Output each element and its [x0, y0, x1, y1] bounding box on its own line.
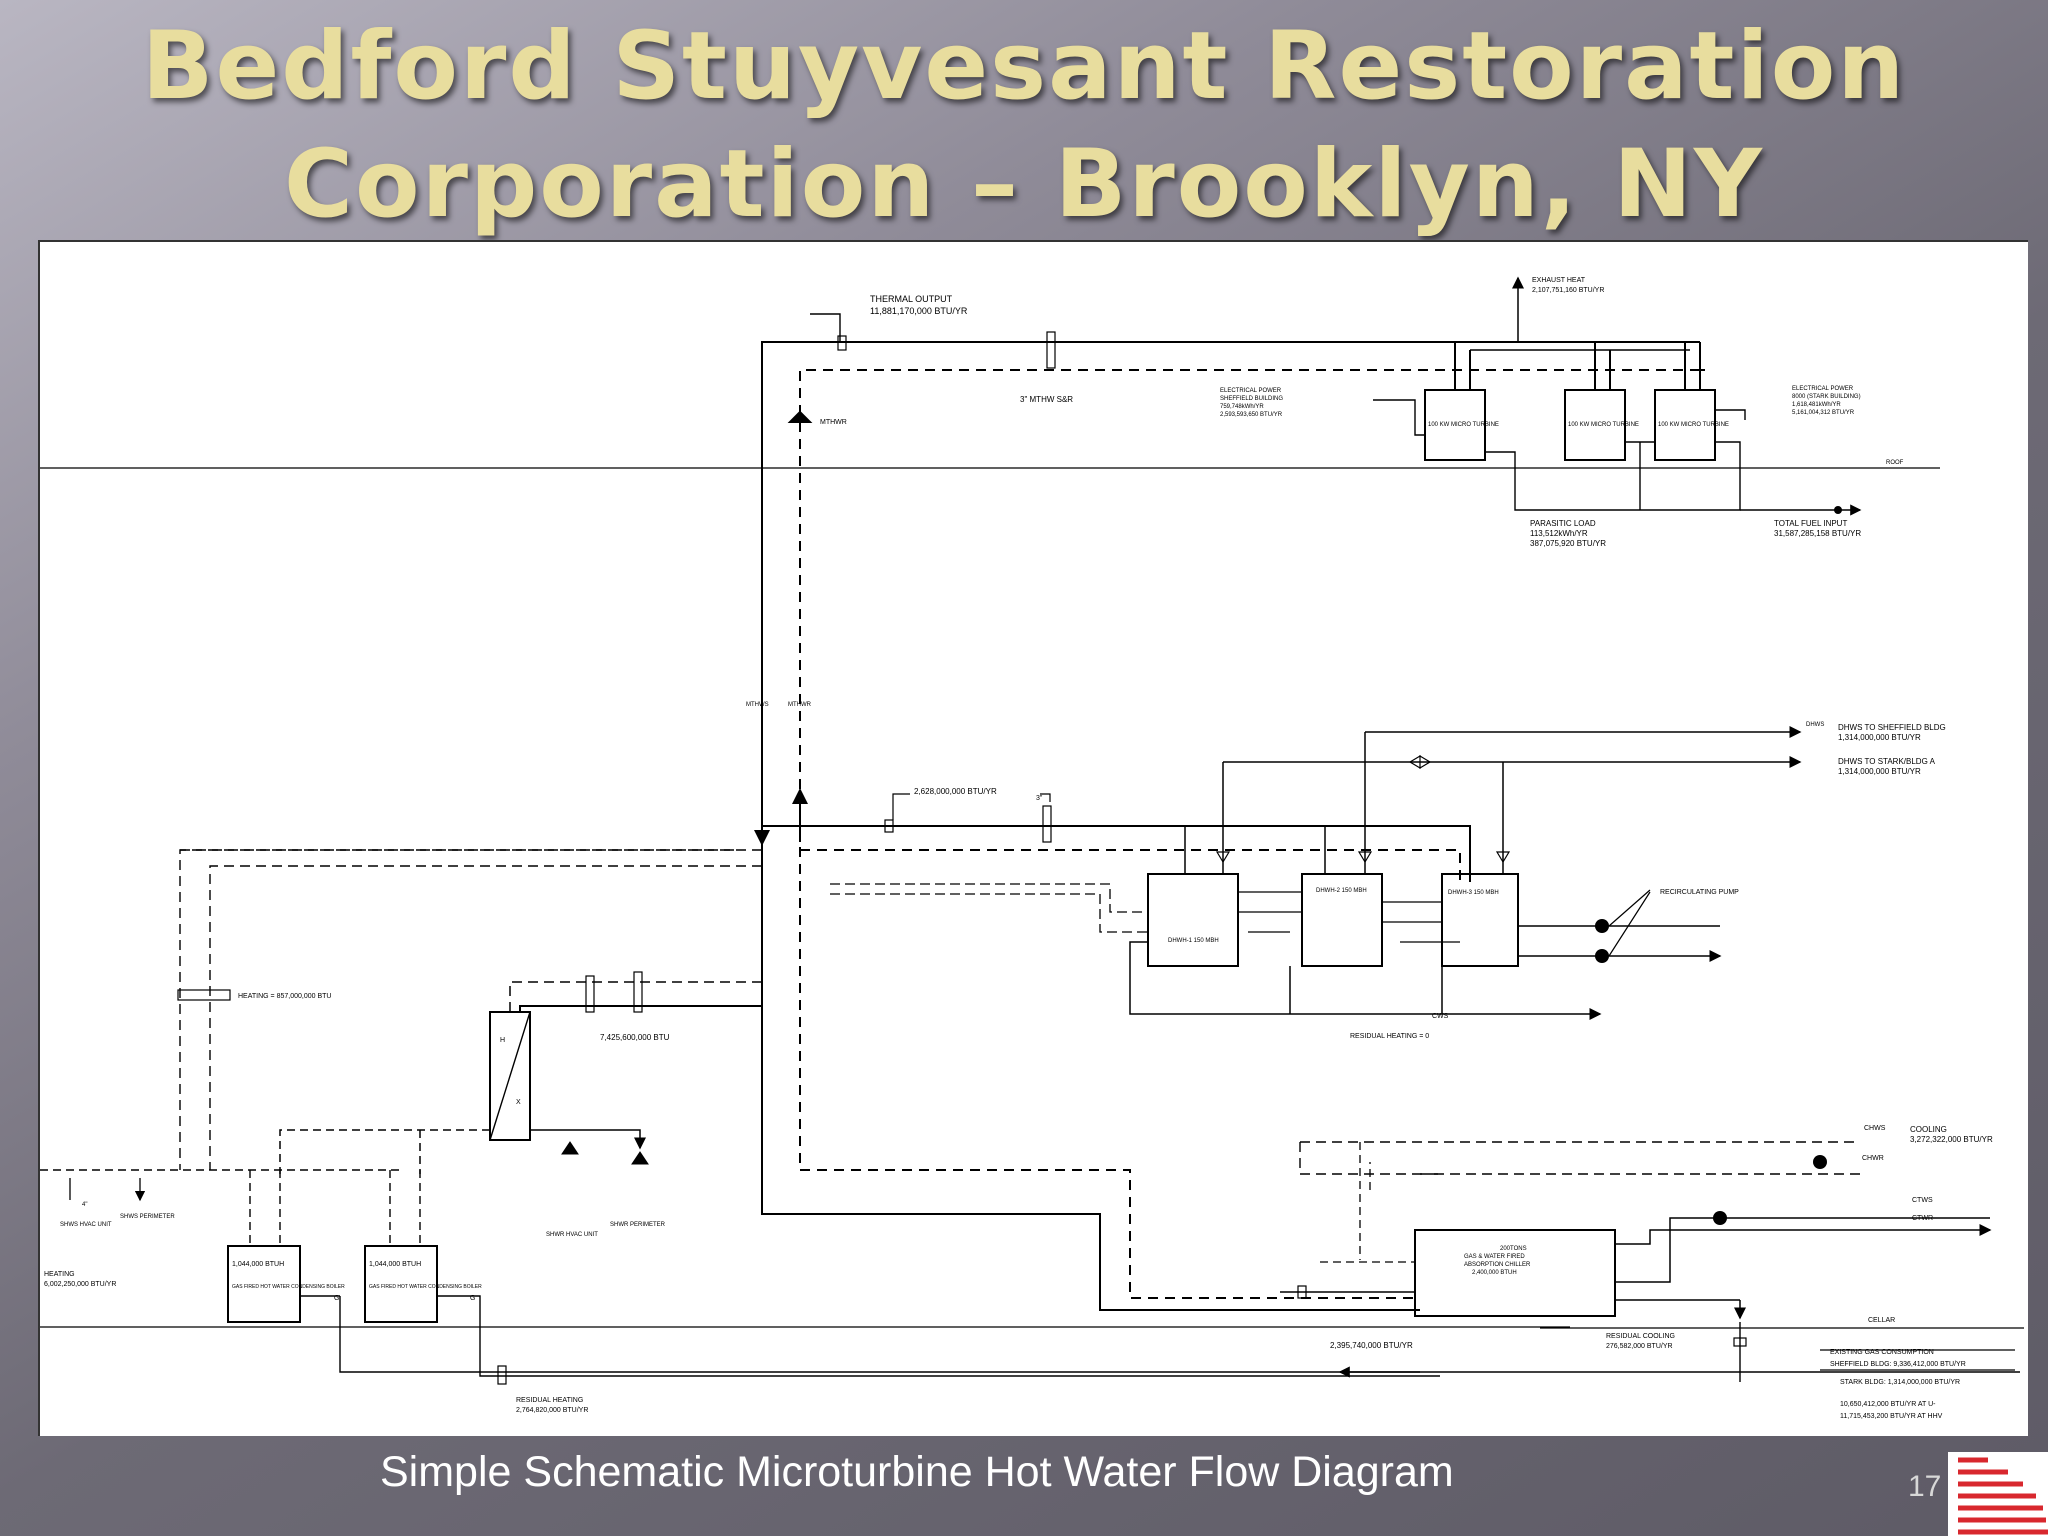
label-thermal-output-value: 11,881,170,000 BTU/YR [870, 306, 968, 316]
label-recirc-pump: RECIRCULATING PUMP [1660, 889, 1739, 896]
label-cellar: CELLAR [1868, 1317, 1895, 1324]
label-shwr-perimeter: SHWR PERIMETER [610, 1222, 666, 1228]
label-roof: ROOF [1886, 460, 1904, 466]
label-dhwh-3: DHWH-3 150 MBH [1448, 890, 1499, 896]
label-chiller-4: 2,400,000 BTUH [1472, 1270, 1517, 1276]
label-chws: CHWS [1864, 1125, 1886, 1132]
label-dhwh-2: DHWH-2 150 MBH [1316, 888, 1367, 894]
label-residual-heating-0: RESIDUAL HEATING = 0 [1350, 1033, 1429, 1040]
label-elec-sheffield-2: SHEFFIELD BUILDING [1220, 396, 1283, 402]
company-logo-icon [1948, 1452, 2048, 1536]
label-ctwr: CTWR [1912, 1215, 1933, 1222]
label-fuel-2: 31,587,285,158 BTU/YR [1774, 529, 1861, 538]
label-mthwr-2: MTHWR [788, 702, 812, 708]
label-existing-gas-2: SHEFFIELD BLDG: 9,336,412,000 BTU/YR [1830, 1361, 1966, 1368]
label-hx-h: H [500, 1037, 505, 1044]
label-existing-gas-4: 10,650,412,000 BTU/YR AT U- [1840, 1401, 1936, 1408]
label-cws: CWS [1432, 1013, 1449, 1020]
label-existing-gas-1: EXISTING GAS CONSUMPTION [1830, 1349, 1934, 1356]
label-cooling-2: 3,272,322,000 BTU/YR [1910, 1135, 1993, 1144]
label-exhaust-heat-value: 2,107,751,160 BTU/YR [1532, 287, 1604, 294]
label-dhws-stark-2: 1,314,000,000 BTU/YR [1838, 767, 1921, 776]
dhwh-3-tank [1441, 873, 1519, 967]
flow-diagram-svg: THERMAL OUTPUT 11,881,170,000 BTU/YR EXH… [40, 276, 2024, 1420]
label-flow-7425: 7,425,600,000 BTU [600, 1033, 670, 1042]
label-thermal-output: THERMAL OUTPUT [870, 294, 953, 304]
label-boiler-2-rating: 1,044,000 BTUH [369, 1261, 421, 1268]
label-residual-cooling-1: RESIDUAL COOLING [1606, 1333, 1675, 1340]
label-elec-sheffield-4: 2,593,593,650 BTU/YR [1220, 412, 1283, 418]
label-elec-stark-4: 5,161,004,312 BTU/YR [1792, 410, 1855, 416]
dhwh-1-tank [1147, 873, 1239, 967]
label-residual-heating-2: 2,764,820,000 BTU/YR [516, 1407, 588, 1414]
label-hx-x: X [516, 1099, 521, 1106]
label-chiller-1: 200TONS [1500, 1246, 1527, 1252]
absorption-chiller [1414, 1229, 1616, 1317]
label-ctws: CTWS [1912, 1197, 1933, 1204]
label-heating-total-1: HEATING [44, 1271, 75, 1278]
mthw-supply-pipe [761, 341, 1700, 1311]
label-boiler-1-rating: 1,044,000 BTUH [232, 1261, 284, 1268]
slide-caption: Simple Schematic Microturbine Hot Water … [380, 1448, 1454, 1496]
label-shws-hvac: SHWS HVAC UNIT [60, 1222, 112, 1228]
title-line-2: Corporation – Brooklyn, NY [284, 130, 1764, 239]
label-chwr: CHWR [1862, 1155, 1884, 1162]
label-three-inch: 3" [1036, 795, 1043, 802]
label-flow-2395: 2,395,740,000 BTU/YR [1330, 1341, 1413, 1350]
label-mthwr: MTHWR [820, 419, 847, 426]
label-chiller-3: ABSORPTION CHILLER [1464, 1262, 1531, 1268]
label-parasitic-1: PARASITIC LOAD [1530, 519, 1596, 528]
label-elec-stark-2: 8000 (STARK BUILDING) [1792, 394, 1861, 400]
dhwh-2-tank [1301, 873, 1383, 967]
label-four-inch: 4" [82, 1202, 87, 1208]
label-heating-total-2: 6,002,250,000 BTU/YR [44, 1281, 116, 1288]
label-residual-cooling-2: 276,582,000 BTU/YR [1606, 1343, 1673, 1350]
heating-supply-loop [179, 849, 762, 1170]
label-dhws-sheffield-1: DHWS TO SHEFFIELD BLDG [1838, 723, 1946, 732]
boiler-2 [364, 1245, 438, 1323]
label-fuel-1: TOTAL FUEL INPUT [1774, 519, 1847, 528]
label-cooling-1: COOLING [1910, 1125, 1947, 1134]
label-existing-gas-3: STARK BLDG: 1,314,000,000 BTU/YR [1840, 1379, 1960, 1386]
page-number: 17 [1908, 1470, 1942, 1503]
label-residual-heating-1: RESIDUAL HEATING [516, 1397, 583, 1404]
mthw-return-pipe [799, 369, 1700, 1299]
label-chiller-2: GAS & WATER FIRED [1464, 1254, 1525, 1260]
label-elec-stark-3: 1,618,481kWh/YR [1792, 402, 1841, 408]
label-flow-2628: 2,628,000,000 BTU/YR [914, 787, 997, 796]
label-parasitic-2: 113,512kWh/YR [1530, 529, 1588, 538]
label-dhws-stark-1: DHWS TO STARK/BLDG A [1838, 757, 1936, 766]
label-elec-sheffield-1: ELECTRICAL POWER [1220, 388, 1282, 394]
label-mthws: MTHWS [746, 702, 769, 708]
label-mthw: 3" MTHW S&R [1020, 395, 1073, 404]
label-parasitic-3: 387,075,920 BTU/YR [1530, 539, 1606, 548]
label-dhwh-1: DHWH-1 150 MBH [1168, 938, 1219, 944]
dhw-return-pipe [800, 849, 1461, 882]
label-turbine-3: 100 KW MICRO TURBINE [1658, 422, 1729, 428]
label-boiler-2-name: GAS FIRED HOT WATER CONDENSING BOILER [369, 1284, 482, 1290]
label-existing-gas-5: 11,715,453,200 BTU/YR AT HHV [1840, 1413, 1943, 1420]
label-elec-stark-1: ELECTRICAL POWER [1792, 386, 1854, 392]
label-heating-857: HEATING = 857,000,000 BTU [238, 993, 331, 1000]
boiler-1 [227, 1245, 301, 1323]
label-exhaust-heat: EXHAUST HEAT [1532, 277, 1586, 284]
schematic-drawing: THERMAL OUTPUT 11,881,170,000 BTU/YR EXH… [38, 240, 2028, 1436]
slide-title: Bedford Stuyvesant Restoration Corporati… [0, 8, 2048, 244]
title-line-1: Bedford Stuyvesant Restoration [141, 12, 1907, 121]
label-gas-2: G [470, 1295, 475, 1302]
label-turbine-1: 100 KW MICRO TURBINE [1428, 422, 1499, 428]
label-dhws: DHWS [1806, 722, 1824, 728]
label-boiler-1-name: GAS FIRED HOT WATER CONDENSING BOILER [232, 1284, 345, 1290]
label-dhws-sheffield-2: 1,314,000,000 BTU/YR [1838, 733, 1921, 742]
label-shws-perimeter: SHWS PERIMETER [120, 1214, 175, 1220]
label-shwr-hvac: SHWR HVAC UNIT [546, 1232, 598, 1238]
label-gas-1: G [334, 1295, 339, 1302]
label-elec-sheffield-3: 759,748kWh/YR [1220, 404, 1264, 410]
label-turbine-2: 100 KW MICRO TURBINE [1568, 422, 1639, 428]
